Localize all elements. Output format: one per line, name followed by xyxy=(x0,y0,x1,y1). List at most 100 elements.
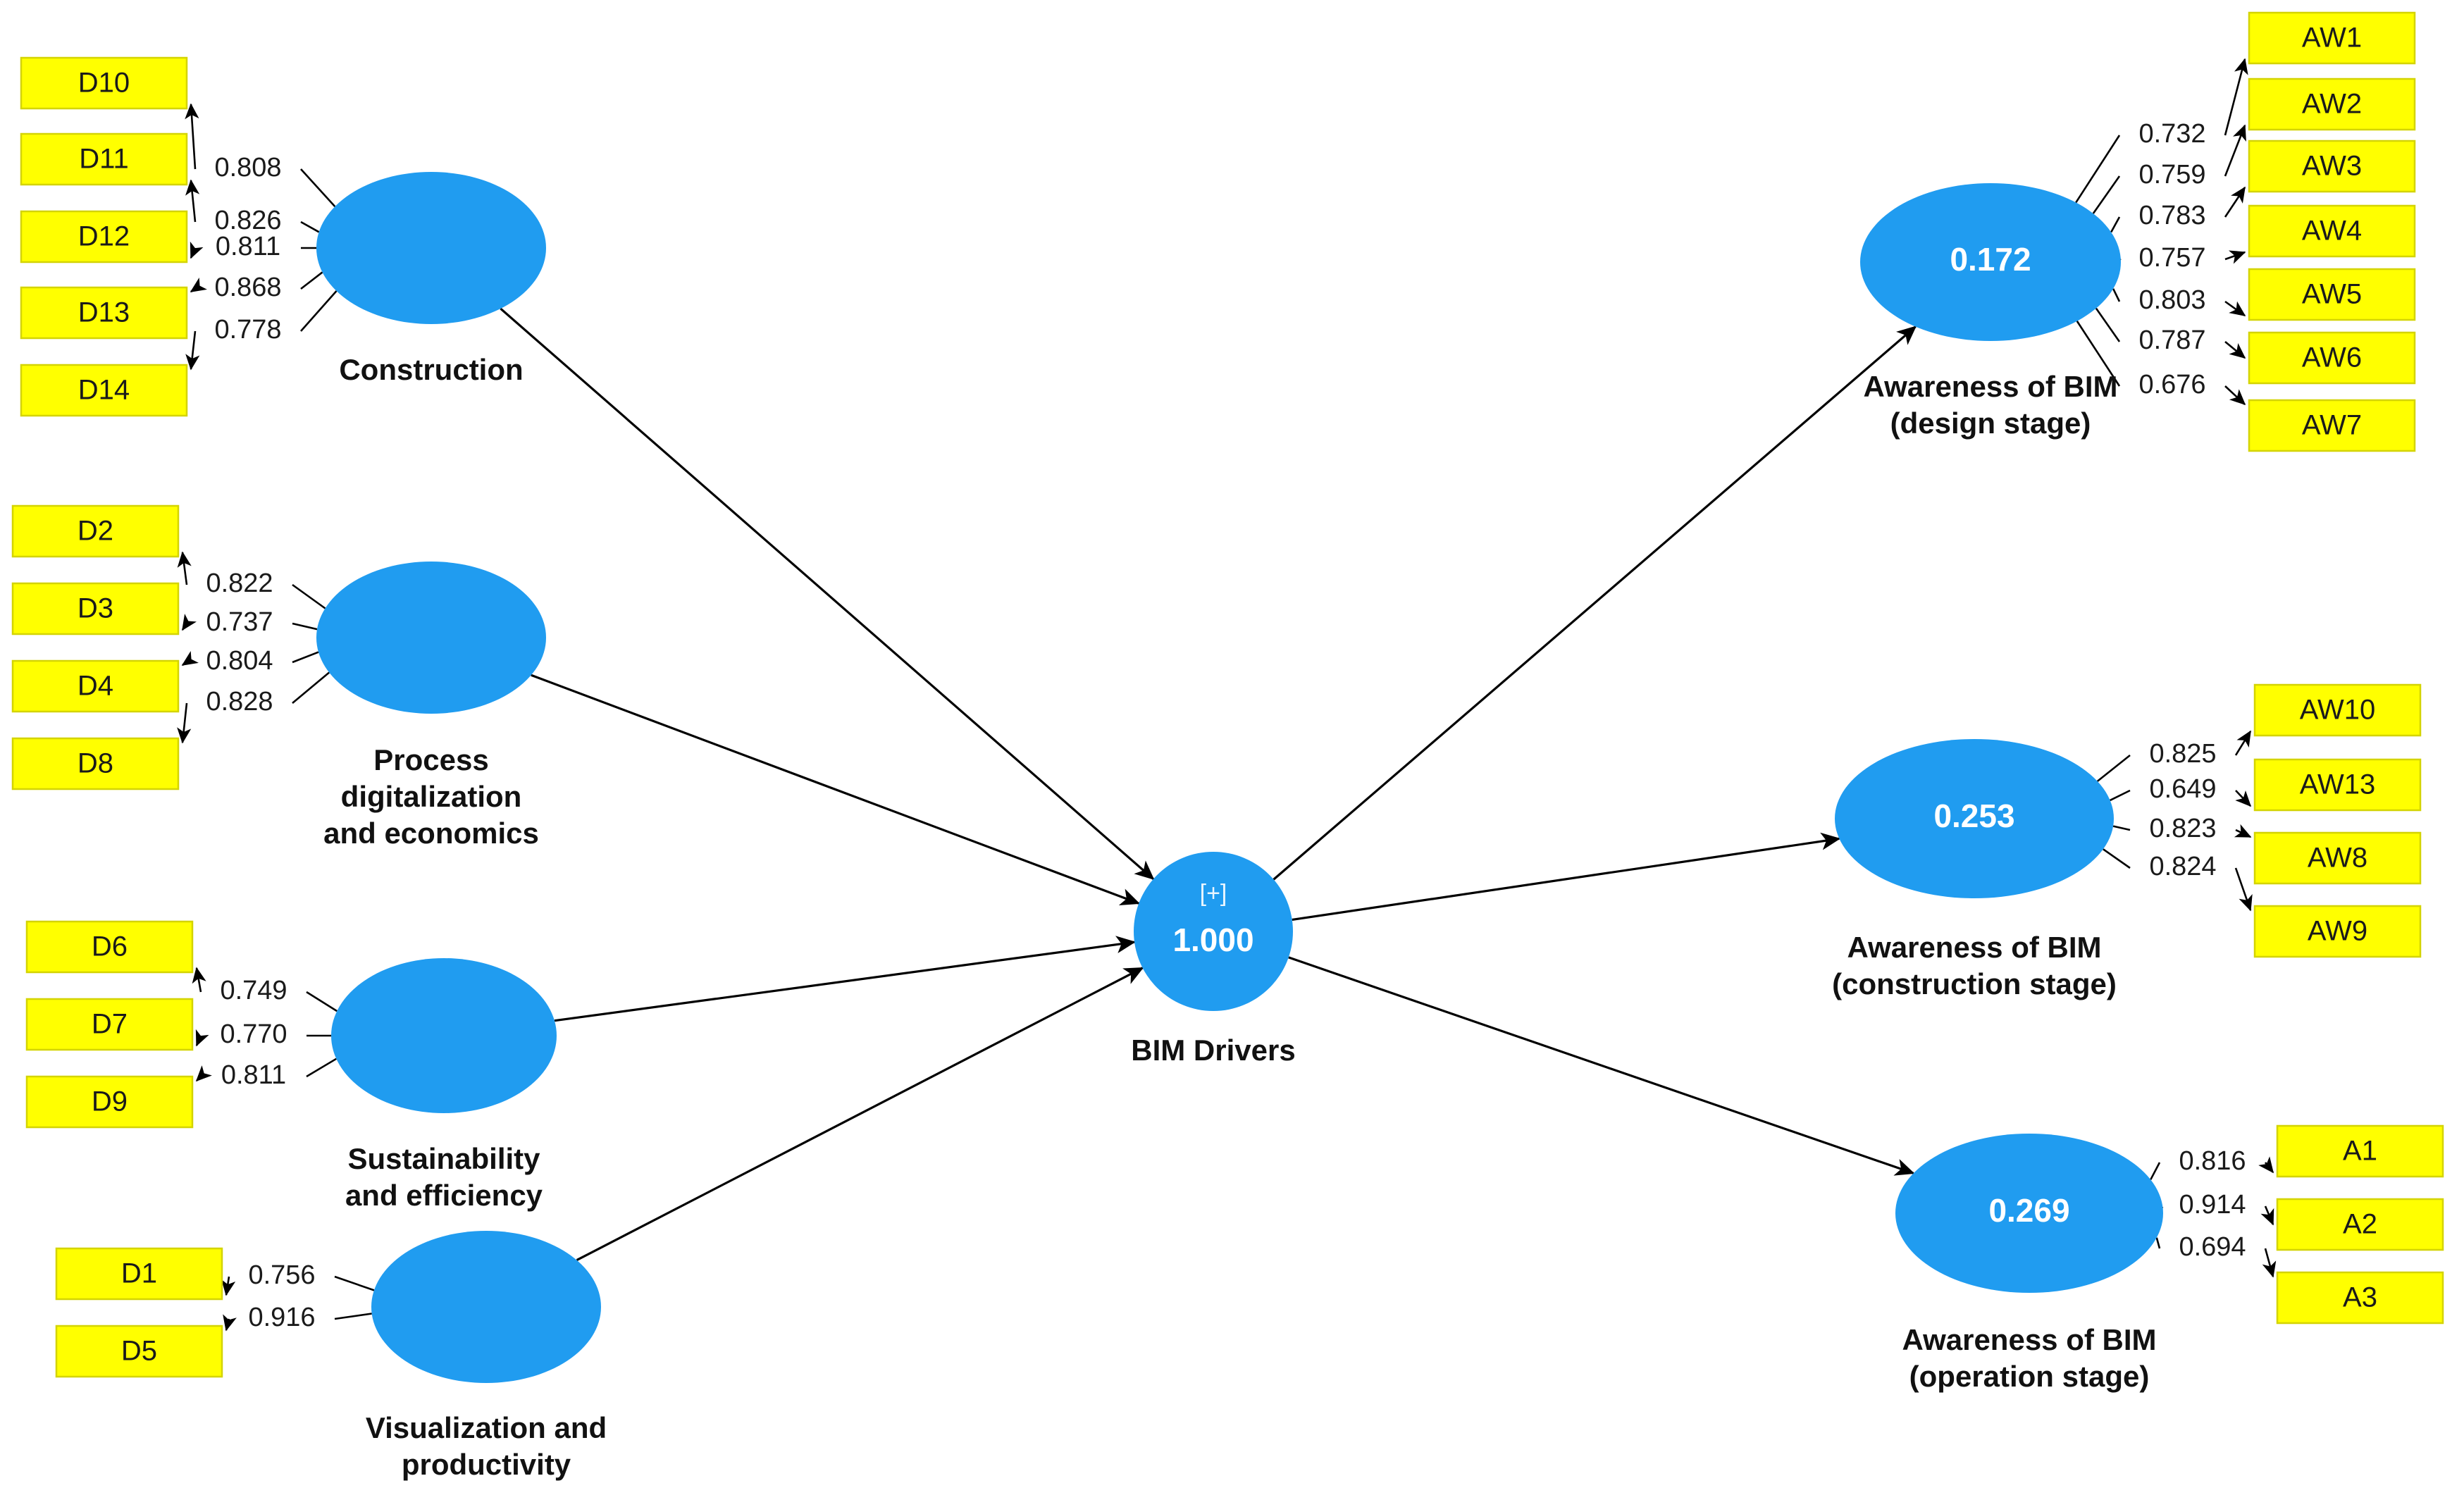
indicator-d10[interactable]: D10 xyxy=(20,56,188,110)
indicator-box[interactable] xyxy=(55,1247,223,1301)
construct-circle[interactable] xyxy=(1134,852,1293,1011)
indicator-box[interactable] xyxy=(2253,831,2422,885)
indicator-box[interactable] xyxy=(2276,1271,2444,1325)
indicator-label: AW6 xyxy=(2302,342,2362,373)
indicator-box[interactable] xyxy=(20,364,188,417)
indicator-box[interactable] xyxy=(55,1325,223,1378)
indicator-aw3[interactable]: AW3 xyxy=(2248,139,2416,193)
construct-ellipse[interactable] xyxy=(371,1231,601,1383)
indicator-box[interactable] xyxy=(25,1075,194,1129)
measurement-edge xyxy=(2110,216,2121,233)
measurement-edge xyxy=(300,168,336,208)
indicator-aw1[interactable]: AW1 xyxy=(2248,11,2416,65)
indicator-box[interactable] xyxy=(2248,331,2416,385)
indicator-box[interactable] xyxy=(25,998,194,1051)
indicator-a1[interactable]: A1 xyxy=(2276,1124,2444,1178)
indicator-box[interactable] xyxy=(20,56,188,110)
loading-value: 0.649 xyxy=(2149,774,2216,804)
loading-value: 0.803 xyxy=(2138,285,2205,315)
indicator-d12[interactable]: D12 xyxy=(20,210,188,263)
indicator-box[interactable] xyxy=(2253,758,2422,812)
indicator-box[interactable] xyxy=(11,582,180,635)
structural-path-construction-to-bim-drivers xyxy=(500,307,1155,880)
indicator-label: AW10 xyxy=(2300,695,2375,726)
indicator-box[interactable] xyxy=(2248,204,2416,258)
indicator-d6[interactable]: D6 xyxy=(25,920,194,974)
indicator-box[interactable] xyxy=(2248,11,2416,65)
indicator-box[interactable] xyxy=(11,737,180,790)
indicator-box[interactable] xyxy=(20,132,188,186)
indicator-aw6[interactable]: AW6 xyxy=(2248,331,2416,385)
indicator-box[interactable] xyxy=(2253,683,2422,737)
construct-name: (operation stage) xyxy=(1909,1360,2150,1393)
measurement-edge-arrow xyxy=(185,103,199,170)
indicator-box[interactable] xyxy=(20,286,188,340)
indicator-box[interactable] xyxy=(20,210,188,263)
construct-ellipse[interactable] xyxy=(316,562,546,714)
construct-name: Awareness of BIM xyxy=(1902,1323,2157,1356)
loading-value: 0.694 xyxy=(2179,1232,2246,1262)
indicator-d4[interactable]: D4 xyxy=(11,659,180,713)
measurement-edge xyxy=(292,622,318,631)
structural-path-bim-drivers-to-awareness-operation xyxy=(1288,956,1915,1176)
construct-construction[interactable]: Construction xyxy=(316,172,546,386)
indicator-label: D9 xyxy=(92,1086,128,1117)
indicator-aw9[interactable]: AW9 xyxy=(2253,905,2422,958)
indicator-d11[interactable]: D11 xyxy=(20,132,188,186)
indicator-aw8[interactable]: AW8 xyxy=(2253,831,2422,885)
indicator-d13[interactable]: D13 xyxy=(20,286,188,340)
indicator-aw10[interactable]: AW10 xyxy=(2253,683,2422,737)
indicator-box[interactable] xyxy=(2253,905,2422,958)
construct-ellipse[interactable] xyxy=(1835,739,2114,898)
indicator-box[interactable] xyxy=(2248,399,2416,452)
loading-value: 0.822 xyxy=(206,569,273,598)
indicator-d1[interactable]: D1 xyxy=(55,1247,223,1301)
measurement-edge-arrow xyxy=(185,179,200,223)
indicator-a2[interactable]: A2 xyxy=(2276,1198,2444,1251)
measurement-edge-arrow xyxy=(2224,300,2246,317)
construct-name: digitalization xyxy=(341,780,522,813)
construct-name: Awareness of BIM xyxy=(1847,931,2102,964)
indicator-box[interactable] xyxy=(11,659,180,713)
construct-ellipse[interactable] xyxy=(316,172,546,324)
indicator-d5[interactable]: D5 xyxy=(55,1325,223,1378)
measurement-edge-arrow xyxy=(2234,867,2253,912)
indicator-box[interactable] xyxy=(2276,1124,2444,1178)
construct-ellipse[interactable] xyxy=(1895,1134,2163,1293)
indicator-aw2[interactable]: AW2 xyxy=(2248,77,2416,131)
indicator-d7[interactable]: D7 xyxy=(25,998,194,1051)
indicator-d8[interactable]: D8 xyxy=(11,737,180,790)
loading-value: 0.823 xyxy=(2149,814,2216,843)
indicator-box[interactable] xyxy=(2248,77,2416,131)
indicator-d9[interactable]: D9 xyxy=(25,1075,194,1129)
measurement-edge-arrow xyxy=(2224,186,2246,218)
construct-ellipse[interactable] xyxy=(331,958,557,1113)
indicator-box[interactable] xyxy=(2248,268,2416,321)
indicator-a3[interactable]: A3 xyxy=(2276,1271,2444,1325)
construct-ellipse[interactable] xyxy=(1860,183,2121,341)
structural-path-bim-drivers-to-awareness-construction xyxy=(1292,832,1841,922)
measurement-edge xyxy=(2076,321,2121,387)
indicator-label: D5 xyxy=(121,1336,157,1367)
indicator-d3[interactable]: D3 xyxy=(11,582,180,635)
indicator-d2[interactable]: D2 xyxy=(11,504,180,558)
indicator-box[interactable] xyxy=(2248,139,2416,193)
indicator-d14[interactable]: D14 xyxy=(20,364,188,417)
indicator-aw7[interactable]: AW7 xyxy=(2248,399,2416,452)
indicator-box[interactable] xyxy=(25,920,194,974)
indicator-aw13[interactable]: AW13 xyxy=(2253,758,2422,812)
indicator-label: D6 xyxy=(92,931,128,962)
indicator-box[interactable] xyxy=(11,504,180,558)
construct-name: Awareness of BIM xyxy=(1864,370,2118,403)
indicator-box[interactable] xyxy=(2276,1198,2444,1251)
indicator-aw5[interactable]: AW5 xyxy=(2248,268,2416,321)
indicator-aw4[interactable]: AW4 xyxy=(2248,204,2416,258)
loading-value: 0.808 xyxy=(214,153,281,182)
